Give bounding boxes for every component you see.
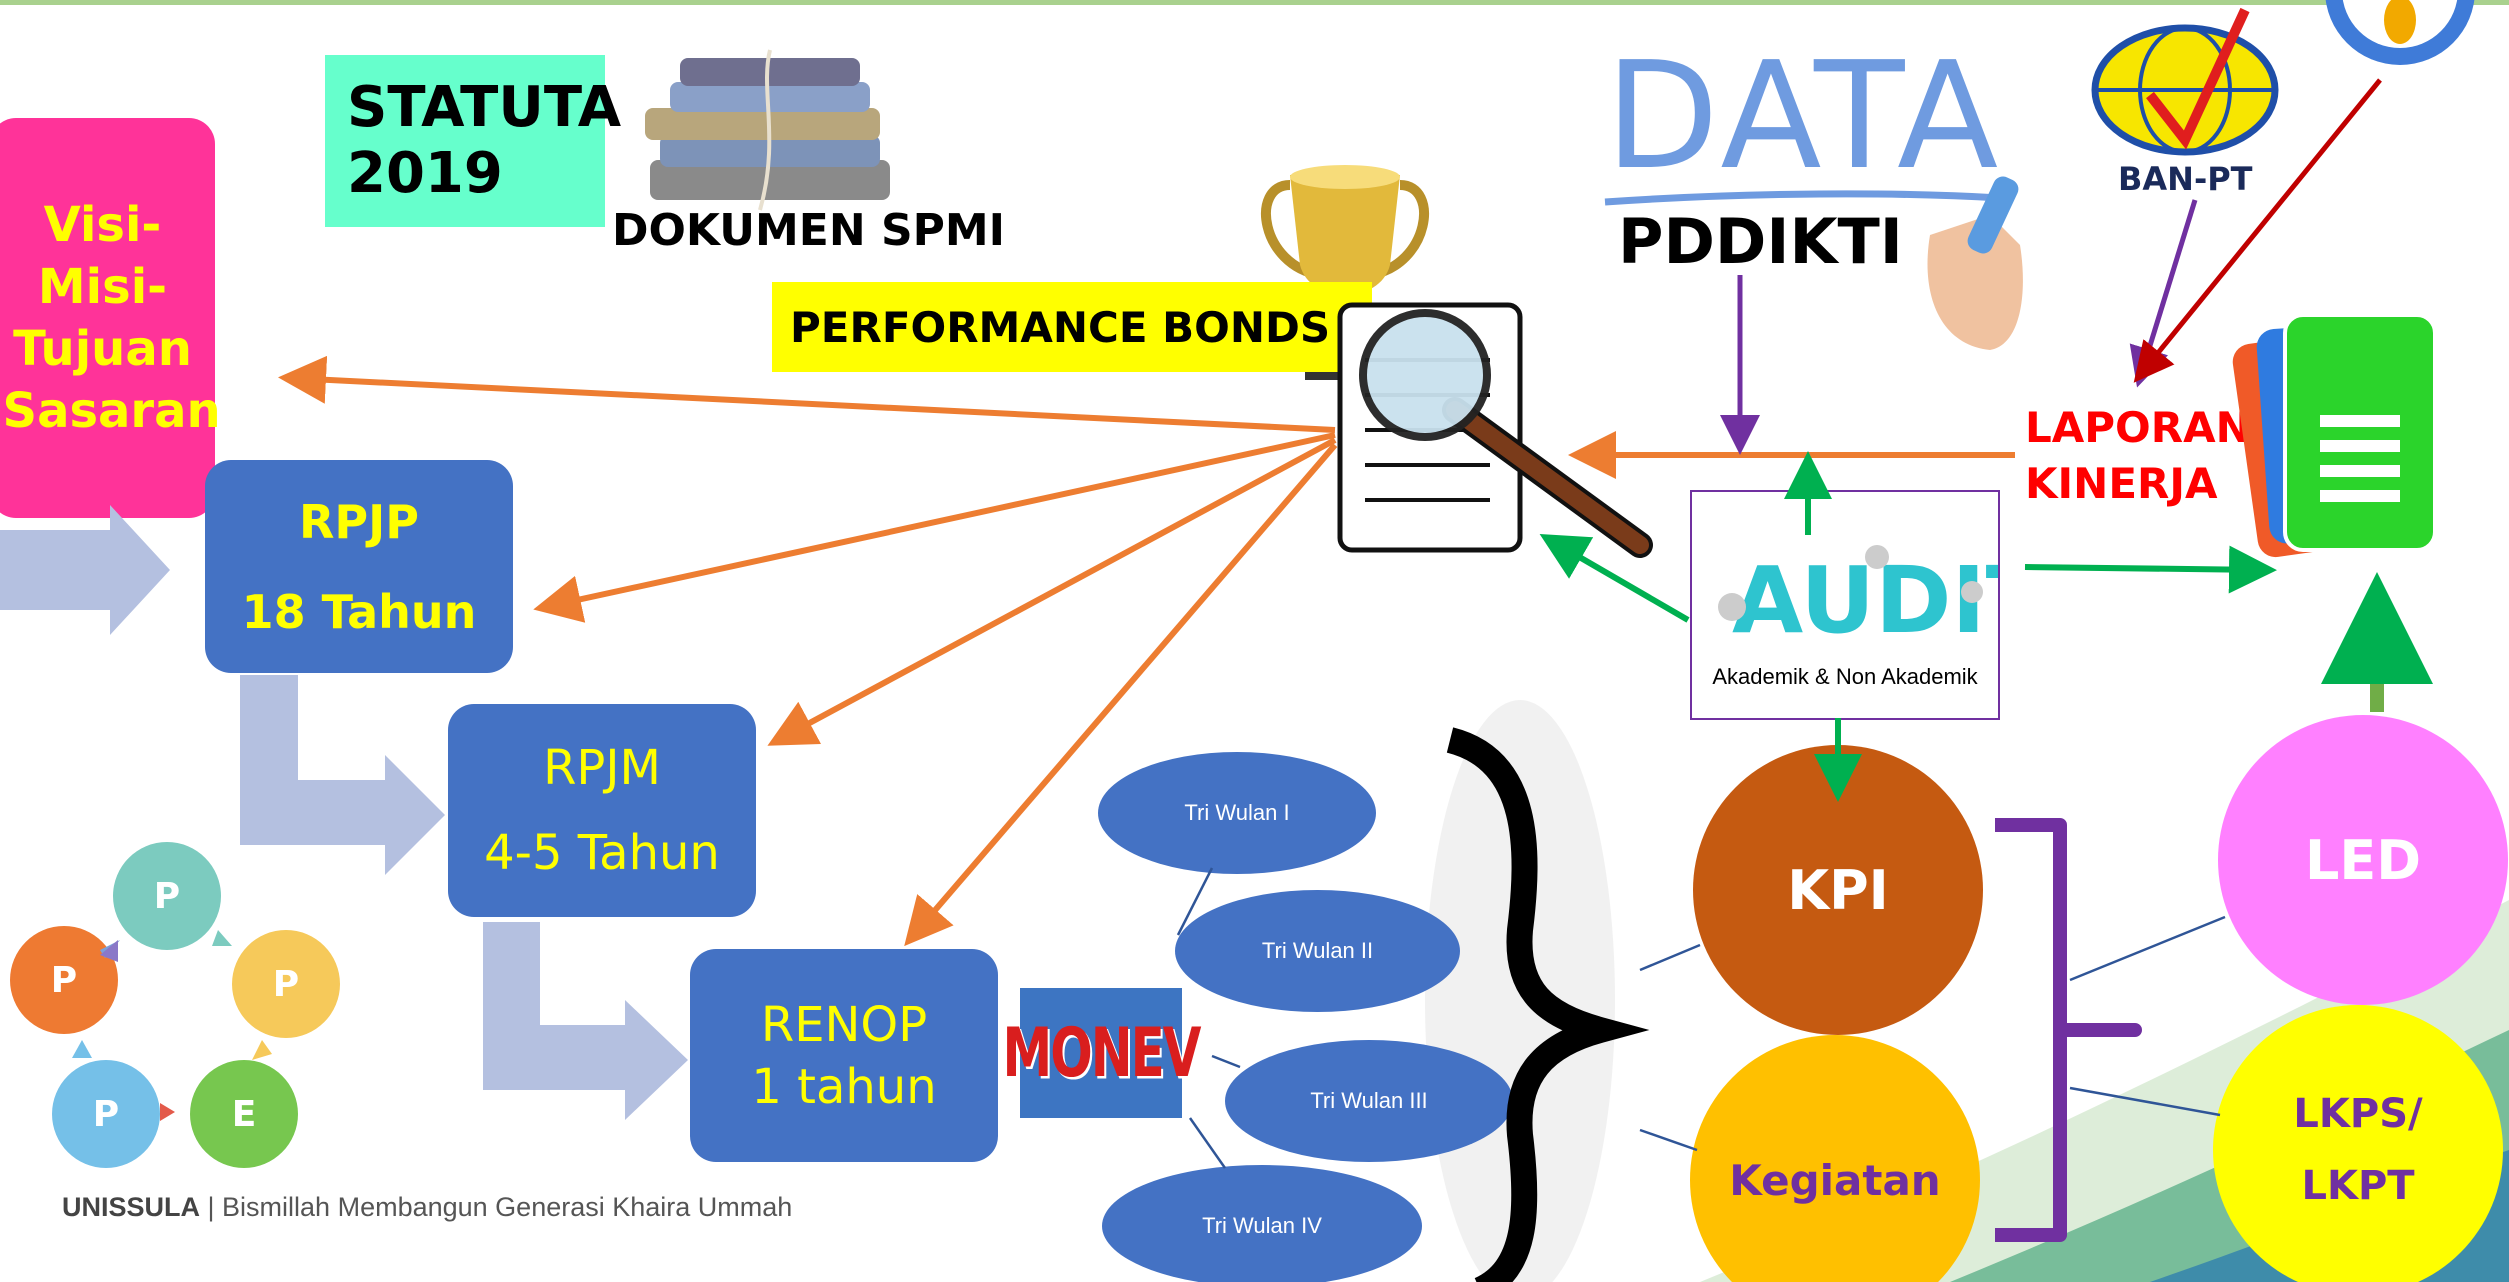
ppepp-p4: P — [10, 926, 118, 1034]
monev-text: MONEV — [1002, 1013, 1202, 1093]
data-title: DATA — [1605, 30, 2003, 202]
lkps-line2: LKPT — [2301, 1163, 2415, 1209]
hand-marker-icon — [1927, 176, 2023, 350]
pddikti-label: PDDIKTI — [1618, 205, 1903, 278]
ppepp-p2: P — [232, 930, 340, 1038]
tri-wulan-2: Tri Wulan II — [1175, 890, 1460, 1012]
statuta-line1: STATUTA — [347, 75, 622, 140]
brace-left — [1446, 727, 1650, 1282]
footer-text: | Bismillah Membangun Generasi Khaira Um… — [207, 1192, 793, 1222]
audit-caption: Akademik & Non Akademik — [1712, 664, 1978, 689]
performance-bonds-label: PERFORMANCE BONDS — [772, 282, 1372, 372]
ppepp-e: E — [190, 1060, 298, 1168]
rpjm-box: RPJM 4-5 Tahun — [448, 704, 756, 917]
monev-logo: MONEV — [1003, 988, 1201, 1118]
tri-wulan-3: Tri Wulan III — [1225, 1040, 1513, 1162]
performance-bonds-text: PERFORMANCE BONDS — [790, 302, 1331, 352]
lkps-line1: LKPS/ — [2293, 1091, 2423, 1137]
renop-duration: 1 tahun — [751, 1058, 937, 1115]
renop-title: RENOP — [760, 996, 928, 1053]
ban-pt-label: BAN-PT — [2118, 160, 2253, 198]
bracket-right — [1995, 818, 2142, 1242]
led-circle: LED — [2218, 715, 2508, 1005]
statuta-box: STATUTA 2019 — [325, 55, 621, 227]
audit-logo-text: AUDIT — [1732, 547, 1998, 654]
tri-wulan-4: Tri Wulan IV — [1102, 1165, 1422, 1282]
flow-block-arrows — [0, 505, 688, 1120]
renop-box: RENOP 1 tahun — [690, 949, 998, 1162]
dokumen-spmi-label: DOKUMEN SPMI — [612, 205, 1006, 256]
rpjm-title: RPJM — [543, 739, 661, 796]
rpjm-duration: 4-5 Tahun — [484, 824, 720, 881]
rpjp-title: RPJP — [299, 494, 419, 549]
ppepp-p1: P — [113, 842, 221, 950]
laporan-kinerja-label: LAPORAN KINERJA — [2025, 400, 2285, 512]
laporan-line2: KINERJA — [2025, 459, 2218, 508]
audit-box: AUDIT Akademik & Non Akademik — [1690, 490, 2000, 720]
lkps-circle: LKPS/LKPT — [2213, 1005, 2503, 1282]
top-accent-line — [0, 0, 2509, 5]
kegiatan-circle: Kegiatan — [1690, 1035, 1980, 1282]
laporan-line1: LAPORAN — [2025, 403, 2251, 452]
statuta-line2: 2019 — [347, 141, 503, 206]
visi-misi-box: Visi-Misi-Tujuan Sasaran — [0, 118, 221, 518]
visi-misi-label: Visi-Misi-Tujuan Sasaran — [2, 197, 221, 439]
tri-wulan-1: Tri Wulan I — [1098, 752, 1376, 874]
footer-tagline: UNISSULA | Bismillah Membangun Generasi … — [62, 1192, 792, 1223]
audit-illustration-icon: AUDIT — [1718, 545, 1998, 654]
rpjp-box: RPJP 18 Tahun — [205, 460, 513, 673]
rpjp-duration: 18 Tahun — [241, 584, 477, 639]
ppepp-p3: P — [52, 1060, 160, 1168]
footer-brand: UNISSULA — [62, 1192, 201, 1222]
